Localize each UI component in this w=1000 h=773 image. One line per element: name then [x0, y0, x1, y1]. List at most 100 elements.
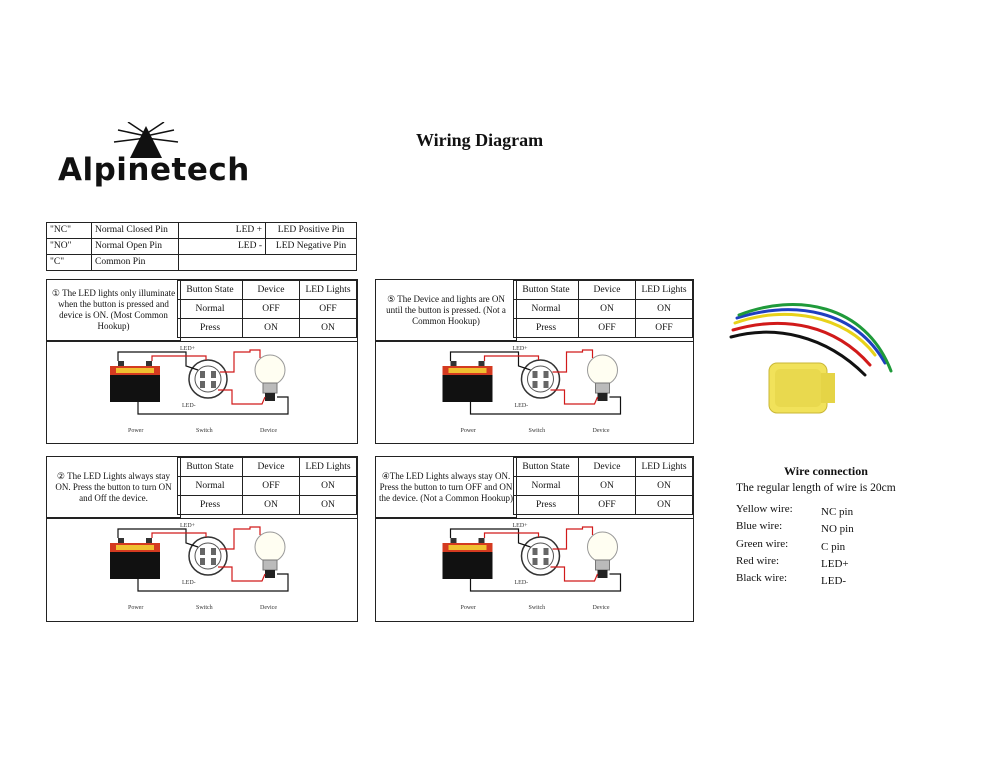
state-cell: ON [578, 299, 636, 319]
wire-color-label: Green wire: [736, 538, 789, 550]
led-minus-label: LED- [515, 403, 529, 409]
logo-tree-icon [113, 122, 179, 158]
legend-cell [178, 254, 357, 271]
page-title: Wiring Diagram [416, 130, 544, 150]
state-cell: ON [299, 495, 357, 515]
header-button-state: Button State [177, 280, 243, 300]
wire-color-label: Red wire: [736, 555, 780, 567]
state-cell: ON [242, 495, 300, 515]
switch-label: Switch [529, 605, 546, 611]
led-plus-label: LED+ [180, 346, 196, 352]
state-cell: Press [513, 318, 579, 338]
logo-text: Alpinetech [58, 152, 250, 188]
wire-length-note: The regular length of wire is 20cm [736, 482, 896, 494]
circuit-diagram: LED+ LED- Power Switch Device [110, 523, 289, 611]
state-cell: ON [299, 476, 357, 496]
state-cell: OFF [242, 476, 300, 496]
light-bulb-icon [254, 354, 286, 401]
switch-icon [188, 536, 228, 576]
header-led-lights: LED Lights [299, 280, 357, 300]
switch-icon [520, 536, 561, 576]
state-cell: Normal [177, 476, 243, 496]
header-led-lights: LED Lights [635, 280, 693, 300]
state-cell: Normal [513, 299, 579, 319]
panel-divider [376, 518, 693, 519]
state-cell: Normal [177, 299, 243, 319]
state-cell: OFF [299, 299, 357, 319]
power-label: Power [128, 428, 143, 434]
state-cell: ON [242, 318, 300, 338]
led-minus-label: LED- [515, 580, 529, 586]
header-device: Device [578, 457, 636, 477]
wire-pin-value: LED- [821, 575, 847, 587]
wire-pin-value: C pin [821, 541, 846, 553]
light-bulb-icon [587, 531, 618, 578]
wire-pin-value: NO pin [821, 523, 854, 535]
led-plus-label: LED+ [180, 523, 196, 529]
header-device: Device [578, 280, 636, 300]
switch-label: Switch [196, 428, 213, 434]
legend-cell: LED + [178, 222, 266, 239]
hookup-description: ④The LED Lights always stay ON. Press th… [376, 457, 517, 518]
wire-pin-value: LED+ [821, 558, 849, 570]
panel-divider [47, 518, 357, 519]
light-bulb-icon [254, 531, 286, 578]
legend-cell: LED Positive Pin [265, 222, 357, 239]
switch-icon [520, 359, 561, 399]
device-label: Device [260, 428, 277, 434]
hookup-description: ① The LED lights only illuminate when th… [47, 280, 181, 341]
device-label: Device [260, 605, 277, 611]
state-cell: OFF [578, 495, 636, 515]
legend-cell: "NO" [46, 238, 92, 255]
state-cell: OFF [578, 318, 636, 338]
hookup-panel-1: ① The LED lights only illuminate when th… [46, 279, 358, 444]
wire-color-label: Blue wire: [736, 520, 783, 532]
header-led-lights: LED Lights [635, 457, 693, 477]
wire-harness-image [729, 303, 893, 414]
legend-row: "NC" Normal Closed Pin LED + LED Positiv… [46, 222, 357, 239]
alpinetech-logo: Alpinetech [58, 122, 288, 194]
state-cell: ON [635, 495, 693, 515]
hookup-panel-4: ④The LED Lights always stay ON. Press th… [375, 456, 694, 622]
state-cell: ON [635, 476, 693, 496]
legend-cell: "NC" [46, 222, 92, 239]
battery-icon [110, 361, 160, 402]
switch-label: Switch [529, 428, 546, 434]
header-device: Device [242, 457, 300, 477]
power-label: Power [461, 605, 476, 611]
battery-icon [442, 538, 493, 579]
legend-cell: LED - [178, 238, 266, 255]
battery-icon [110, 538, 160, 579]
legend-cell: Normal Open Pin [91, 238, 179, 255]
led-minus-label: LED- [182, 580, 196, 586]
switch-icon [188, 359, 228, 399]
light-bulb-icon [587, 354, 618, 401]
state-cell: ON [635, 299, 693, 319]
header-button-state: Button State [513, 280, 579, 300]
power-label: Power [461, 428, 476, 434]
state-cell: ON [578, 476, 636, 496]
device-label: Device [593, 605, 610, 611]
switch-label: Switch [196, 605, 213, 611]
battery-icon [442, 361, 493, 402]
state-cell: OFF [635, 318, 693, 338]
header-button-state: Button State [177, 457, 243, 477]
power-label: Power [128, 605, 143, 611]
legend-row: "NO" Normal Open Pin LED - LED Negative … [46, 238, 357, 255]
led-plus-label: LED+ [513, 346, 529, 352]
hookup-panel-5: ⑤ The Device and lights are ON until the… [375, 279, 694, 444]
state-cell: Normal [513, 476, 579, 496]
state-cell: ON [299, 318, 357, 338]
